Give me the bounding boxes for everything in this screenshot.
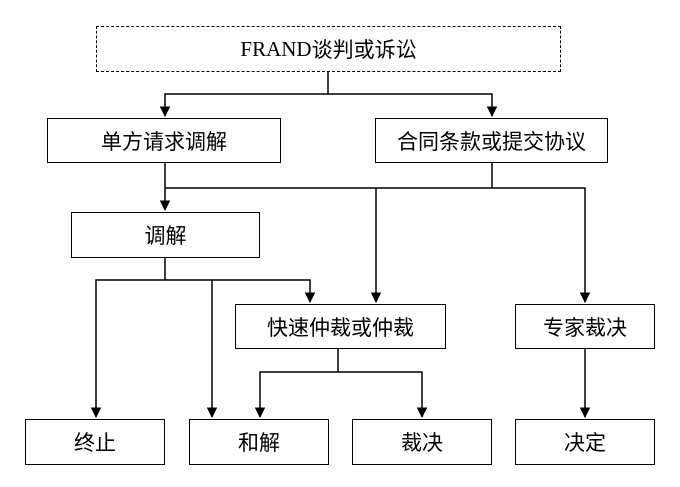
edge-fast-arbitration-to-settlement bbox=[254, 349, 339, 419]
edge-top-to-unilateral bbox=[159, 72, 329, 118]
node-label: 合同条款或提交协议 bbox=[397, 129, 586, 154]
node-decision: 决定 bbox=[515, 419, 655, 465]
node-settlement: 和解 bbox=[189, 419, 329, 465]
node-label: 单方请求调解 bbox=[101, 129, 227, 154]
node-award: 裁决 bbox=[352, 419, 492, 465]
edge-top-to-contract bbox=[328, 93, 498, 118]
edge-fast-arbitration-to-award bbox=[338, 371, 428, 419]
node-expert-decision: 专家裁决 bbox=[515, 304, 655, 349]
node-frand-negotiation: FRAND 谈判或诉讼 bbox=[96, 26, 561, 72]
edge-mediation-to-fast-arbitration bbox=[165, 279, 316, 304]
node-label: 和解 bbox=[238, 431, 280, 455]
node-frand-label-cjk: 谈判或诉讼 bbox=[311, 38, 417, 62]
node-label: 快速仲裁或仲裁 bbox=[267, 315, 414, 340]
node-label: 专家裁决 bbox=[543, 315, 627, 340]
node-terminate: 终止 bbox=[25, 419, 165, 465]
edge-contract-merge-line bbox=[165, 163, 493, 189]
node-label: 决定 bbox=[564, 431, 606, 455]
node-label: 调解 bbox=[144, 224, 187, 248]
node-label: 终止 bbox=[74, 431, 116, 455]
node-mediation: 调解 bbox=[71, 212, 260, 258]
node-fast-arbitration: 快速仲裁或仲裁 bbox=[235, 304, 446, 349]
edge-contract-to-expert bbox=[492, 187, 591, 304]
node-contract-clause: 合同条款或提交协议 bbox=[375, 118, 608, 163]
edge-mediation-to-terminate bbox=[90, 258, 166, 419]
node-label: 裁决 bbox=[401, 431, 443, 455]
node-unilateral-mediation-request: 单方请求调解 bbox=[47, 118, 281, 163]
node-frand-label-latin: FRAND bbox=[240, 36, 312, 61]
